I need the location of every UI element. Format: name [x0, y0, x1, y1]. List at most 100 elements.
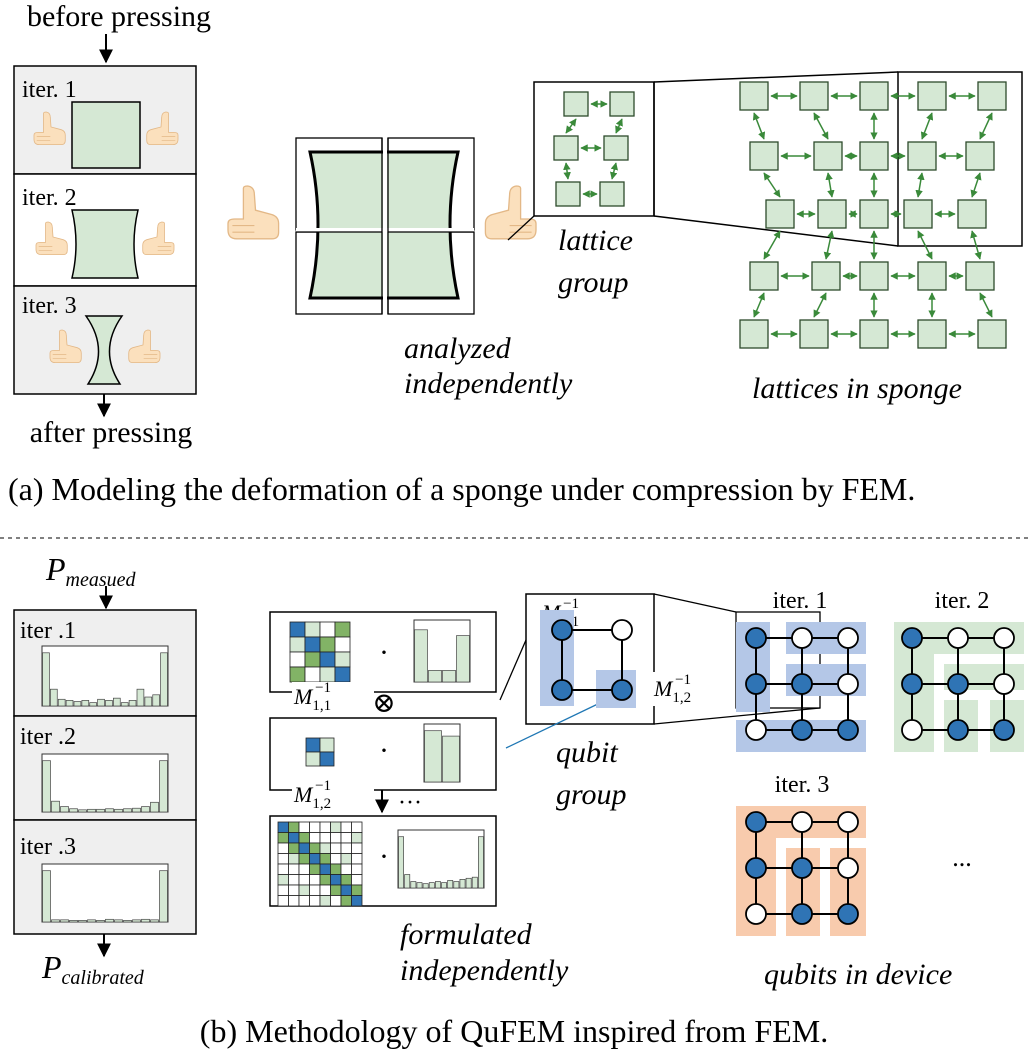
matrix-cell: [289, 621, 306, 638]
matrix-cell: [288, 895, 300, 907]
link-arrow: [917, 230, 933, 260]
histogram-bar: [114, 808, 123, 813]
matrix-cell: [334, 651, 351, 668]
matrix-cell: [319, 874, 331, 886]
device-iter-label: iter. 3: [775, 772, 830, 798]
qubit: [837, 857, 859, 879]
zoom-line: [653, 593, 737, 613]
lattice-cell: [799, 319, 829, 349]
matrix-cell: [334, 636, 351, 653]
histogram-bar: [78, 920, 87, 923]
histogram-bar: [65, 700, 74, 707]
lattice-cell: [965, 141, 995, 171]
matrix-cell: [340, 895, 352, 907]
histogram-bar: [132, 807, 141, 813]
link-arrow: [813, 292, 827, 318]
matrix-cell: [319, 853, 331, 865]
qubit: [551, 679, 573, 701]
histogram-bar: [42, 652, 50, 707]
qubit-group-label: qubit: [556, 736, 618, 769]
matrix-cell: [288, 853, 300, 865]
matrix-cell: [277, 853, 289, 865]
matrix-cell: [298, 863, 310, 875]
lattice-cell: [563, 91, 589, 117]
device-iter-label: iter. 1: [773, 588, 828, 614]
matrix-cell: [319, 621, 336, 638]
matrix-cell: [319, 832, 331, 844]
link-arrow: [752, 112, 766, 140]
qubit: [611, 619, 633, 641]
matrix-label-m12: M1,2−1: [293, 778, 331, 812]
matrix-cell: [340, 884, 352, 896]
histogram-bar: [120, 702, 129, 707]
before-pressing-label: before pressing: [27, 0, 211, 33]
dot-operator: ·: [379, 734, 389, 767]
zoom-line: [653, 71, 899, 83]
histogram-bar: [105, 918, 114, 923]
histogram-bar: [435, 881, 441, 889]
deformed-sponge: [295, 137, 475, 315]
matrix-cell: [340, 832, 352, 844]
caption-b: (b) Methodology of QuFEM inspired from F…: [200, 1013, 828, 1049]
matrix-cell: [277, 863, 289, 875]
matrix-cell: [288, 821, 300, 833]
histogram-bar: [132, 919, 141, 923]
matrix-cell: [277, 895, 289, 907]
qubit: [791, 811, 813, 833]
link-arrow: [825, 172, 835, 198]
qubit: [745, 673, 767, 695]
matrix-cell: [277, 832, 289, 844]
qubit: [745, 857, 767, 879]
qubit: [745, 903, 767, 925]
link-arrow: [813, 112, 829, 140]
device-iter-label: iter. 2: [935, 588, 990, 614]
histogram-bar: [428, 882, 435, 889]
matrix-cell: [289, 651, 306, 668]
link-arrow: [920, 112, 934, 140]
matrix-cell: [319, 636, 336, 653]
lattice-cell: [859, 141, 889, 171]
qubit: [993, 719, 1015, 741]
matrix-cell: [277, 884, 289, 896]
link-arrow: [763, 230, 781, 260]
matrix-cell: [351, 895, 363, 907]
qubit: [791, 673, 813, 695]
matrix-cell: [305, 737, 321, 753]
matrix-cell: [351, 884, 363, 896]
qubits-in-device-label: qubits in device: [764, 958, 952, 991]
matrix-cell: [298, 874, 310, 886]
qubit: [947, 719, 969, 741]
hand-icon: [227, 185, 280, 240]
matrix-cell: [298, 884, 310, 896]
histogram-bar: [442, 735, 460, 783]
qubit: [837, 627, 859, 649]
qubit: [745, 719, 767, 741]
qubit: [791, 857, 813, 879]
qubit: [837, 673, 859, 695]
histogram-bar: [465, 877, 472, 889]
matrix-cell: [319, 737, 335, 753]
histogram-bar: [160, 652, 168, 707]
lattice-cell: [817, 199, 847, 229]
matrix-cell: [340, 853, 352, 865]
qubit: [745, 811, 767, 833]
ellipsis: ···: [398, 790, 422, 816]
qubit: [947, 673, 969, 695]
matrix-cell: [309, 863, 321, 875]
matrix-cell: [351, 832, 363, 844]
matrix-cell: [319, 842, 331, 854]
matrix-cell: [351, 842, 363, 854]
qubit: [551, 619, 573, 641]
matrix-cell: [330, 884, 342, 896]
qubit: [947, 627, 969, 649]
iter-label: iter. 1: [22, 77, 77, 103]
histogram-bar: [51, 919, 60, 923]
link-arrow: [970, 230, 982, 260]
lattice-cell: [977, 81, 1007, 111]
histogram-bar: [159, 760, 168, 813]
zoom-line: [653, 707, 821, 725]
lattice-group: [553, 91, 635, 207]
matrix: [289, 621, 351, 683]
matrix-cell: [351, 874, 363, 886]
dot-operator: ·: [379, 840, 389, 873]
